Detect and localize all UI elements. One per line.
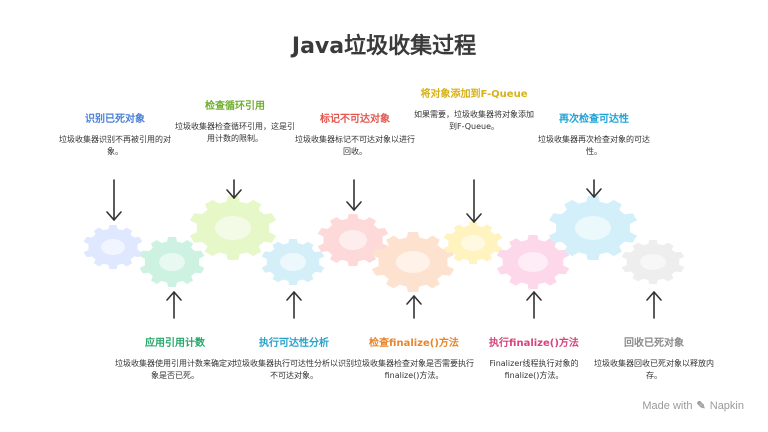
step-reclaim-dead: 回收已死对象 垃圾收集器回收已死对象以释放内存。 bbox=[594, 337, 714, 382]
step-title: 检查循环引用 bbox=[205, 101, 265, 112]
arrow-up-icon bbox=[286, 291, 302, 319]
arrow-up-icon bbox=[526, 291, 542, 319]
step-title: 应用引用计数 bbox=[145, 338, 205, 349]
step-reachability-analysis: 执行可达性分析 垃圾收集器执行可达性分析以识别不可达对象。 bbox=[234, 337, 354, 382]
step-title: 识别已死对象 bbox=[85, 114, 145, 125]
step-add-fqueue: 将对象添加到F-Queue 如果需要，垃圾收集器将对象添加到F-Queue。 bbox=[414, 88, 534, 133]
step-desc: 垃圾收集器标记不可达对象以进行回收。 bbox=[295, 135, 415, 156]
arrow-down-icon bbox=[586, 179, 602, 198]
step-desc: 垃圾收集器回收已死对象以释放内存。 bbox=[594, 359, 714, 380]
step-title: 执行可达性分析 bbox=[259, 338, 329, 349]
step-check-finalize: 检查finalize()方法 垃圾收集器检查对象是否需要执行finalize()… bbox=[354, 337, 474, 382]
step-title: 再次检查可达性 bbox=[559, 114, 629, 125]
step-title: 标记不可达对象 bbox=[320, 114, 390, 125]
step-identify-dead: 识别已死对象 垃圾收集器识别不再被引用的对象。 bbox=[55, 113, 175, 158]
arrow-up-icon bbox=[406, 295, 422, 319]
brand-watermark: Made with ✎ Napkin bbox=[642, 399, 744, 413]
step-run-finalize: 执行finalize()方法 Finalizer线程执行对象的finalize(… bbox=[474, 337, 594, 382]
arrow-down-icon bbox=[226, 179, 242, 199]
arrow-up-icon bbox=[646, 291, 662, 319]
napkin-logo-icon: ✎ bbox=[696, 400, 706, 412]
step-title: 将对象添加到F-Queue bbox=[420, 89, 528, 100]
brand-name: Napkin bbox=[709, 399, 744, 412]
step-recheck-reachability: 再次检查可达性 垃圾收集器再次检查对象的可达性。 bbox=[534, 113, 654, 158]
step-desc: 如果需要，垃圾收集器将对象添加到F-Queue。 bbox=[414, 110, 534, 131]
step-reference-counting: 应用引用计数 垃圾收集器使用引用计数来确定对象是否已死。 bbox=[115, 337, 235, 382]
step-desc: 垃圾收集器使用引用计数来确定对象是否已死。 bbox=[115, 359, 235, 380]
page-title: Java垃圾收集过程 bbox=[291, 34, 477, 59]
arrow-down-icon bbox=[466, 179, 482, 223]
step-title: 执行finalize()方法 bbox=[489, 338, 579, 349]
step-title: 检查finalize()方法 bbox=[369, 338, 459, 349]
step-title: 回收已死对象 bbox=[624, 338, 684, 349]
step-desc: 垃圾收集器执行可达性分析以识别不可达对象。 bbox=[234, 359, 354, 380]
step-check-cycles: 检查循环引用 垃圾收集器检查循环引用，这是引用计数的限制。 bbox=[175, 100, 295, 145]
brand-label: Made with bbox=[642, 399, 693, 412]
step-mark-unreachable: 标记不可达对象 垃圾收集器标记不可达对象以进行回收。 bbox=[295, 113, 415, 158]
step-desc: Finalizer线程执行对象的finalize()方法。 bbox=[489, 359, 579, 380]
step-desc: 垃圾收集器再次检查对象的可达性。 bbox=[538, 135, 650, 156]
step-desc: 垃圾收集器检查循环引用，这是引用计数的限制。 bbox=[175, 122, 295, 143]
step-desc: 垃圾收集器检查对象是否需要执行finalize()方法。 bbox=[354, 359, 474, 380]
arrow-down-icon bbox=[106, 179, 122, 221]
step-desc: 垃圾收集器识别不再被引用的对象。 bbox=[59, 135, 171, 156]
arrow-down-icon bbox=[346, 179, 362, 211]
arrow-up-icon bbox=[166, 291, 182, 319]
